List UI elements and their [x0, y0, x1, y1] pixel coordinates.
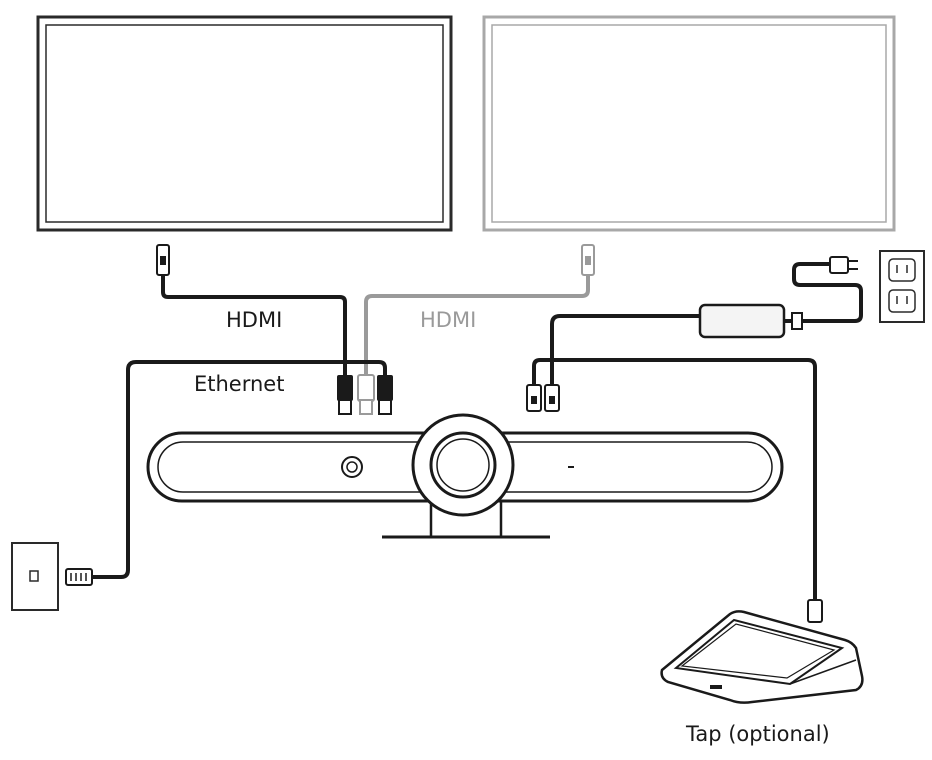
- display-1: [36, 15, 453, 232]
- display-2: [482, 15, 896, 232]
- tap-label: Tap (optional): [686, 722, 830, 746]
- power-adapter: [698, 256, 863, 339]
- ethernet-label: Ethernet: [194, 372, 285, 396]
- power-outlet: [879, 250, 925, 323]
- ethernet-cable: [65, 360, 393, 586]
- hdmi-label-secondary: HDMI: [420, 308, 477, 332]
- ethernet-wall-jack: [11, 542, 59, 611]
- video-bar: [146, 413, 784, 539]
- tap-controller: [660, 610, 864, 704]
- tap-cable: [526, 358, 823, 623]
- power-cable-to-bar: [544, 314, 700, 412]
- hdmi-cable-primary: [156, 244, 353, 415]
- hdmi-cable-secondary: [357, 244, 595, 415]
- hdmi-label-primary: HDMI: [226, 308, 283, 332]
